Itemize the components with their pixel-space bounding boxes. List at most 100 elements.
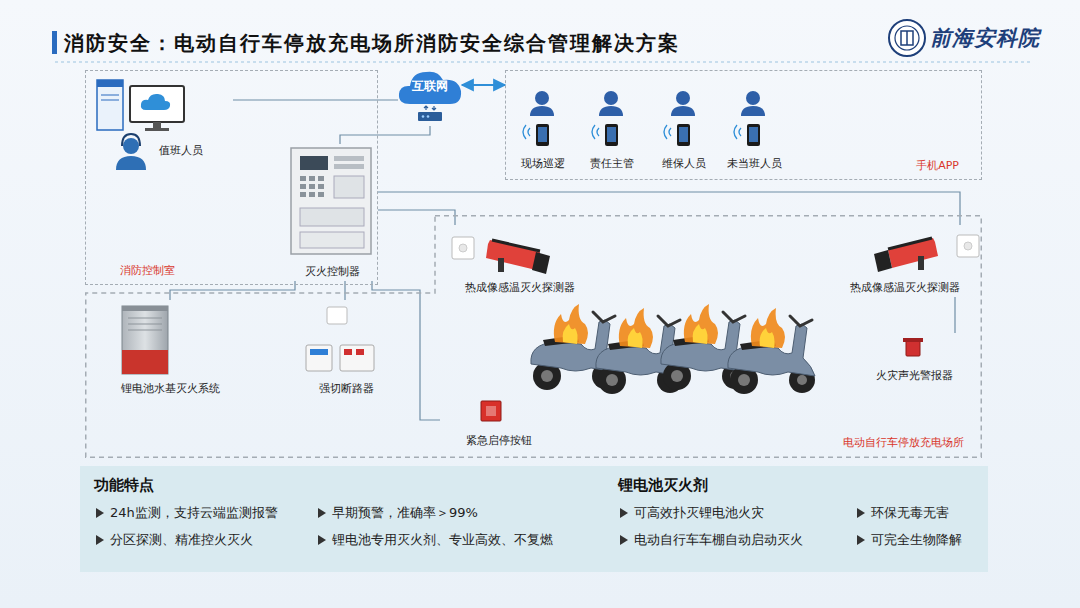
illustration-part — [746, 91, 760, 105]
connector — [170, 281, 295, 300]
device-node: 责任主管 — [580, 89, 644, 173]
node-label: 火灾声光警报器 — [876, 368, 953, 385]
illustration-part — [523, 91, 554, 146]
illustration-part — [300, 184, 306, 189]
illustration-part — [300, 176, 306, 181]
node-label: 强切断路器 — [319, 381, 374, 398]
illustration-part — [677, 124, 690, 146]
node-label: 热成像感温灭火探测器 — [465, 280, 575, 297]
illustration-part — [123, 138, 139, 154]
node-label: 责任主管 — [590, 156, 634, 173]
region-label: 手机APP — [916, 158, 959, 173]
illustration-part — [300, 156, 328, 170]
illustration-part — [607, 127, 616, 142]
illustration-part — [536, 124, 549, 146]
region-outline — [85, 215, 982, 458]
region-label: 电动自行车停放充电场所 — [843, 435, 964, 450]
illustration-part — [300, 208, 364, 226]
illustration-part — [605, 124, 618, 146]
node-label: 紧急启停按钮 — [466, 433, 532, 450]
node-label: 灭火控制器 — [305, 264, 360, 281]
illustration-part — [318, 192, 324, 197]
illustration-part — [734, 91, 765, 146]
panel-heading: 功能特点 — [94, 476, 594, 495]
illustration-part — [424, 106, 436, 110]
illustration-part — [101, 100, 119, 101]
illustration-part — [664, 91, 695, 146]
device-node: 强切断路器 — [298, 300, 394, 398]
illustration-part — [888, 238, 932, 249]
illustration-part — [604, 91, 618, 105]
illustration-part — [671, 106, 695, 116]
illustration-part — [128, 324, 162, 325]
illustration-part — [498, 258, 504, 272]
feature-item: 锂电池专用灭火剂、专业高效、不复燃 — [316, 531, 594, 549]
illustration-part — [356, 349, 364, 355]
node-label: 锂电池水基灭火系统 — [121, 381, 220, 398]
illustration-part — [334, 156, 364, 161]
illustration-part — [486, 240, 540, 270]
logo-text: 前海安科院 — [930, 24, 1040, 52]
illustration-part — [116, 156, 146, 170]
illustration-part — [334, 164, 364, 169]
panel-heading: 锂电池灭火剂 — [618, 476, 976, 495]
region-outline-path — [86, 216, 982, 458]
illustration-part — [318, 176, 324, 181]
illustration-part — [888, 238, 938, 268]
connector — [378, 192, 960, 225]
device-node: 互联网 — [398, 66, 462, 126]
device-node: 紧急启停按钮 — [440, 395, 558, 450]
feature-item: 可完全生物降解 — [855, 531, 976, 549]
illustration-part — [399, 72, 461, 104]
illustration-part — [452, 237, 474, 259]
illustration-part — [747, 124, 760, 146]
device-node: 未当班人员 — [719, 89, 789, 173]
illustration-part — [592, 91, 623, 146]
node-label: 值班人员 — [159, 143, 203, 158]
node-label: 未当班人员 — [727, 156, 782, 173]
illustration-part — [874, 250, 892, 272]
connector — [378, 210, 455, 225]
illustration-part — [889, 20, 925, 56]
feature-item: 24h监测，支持云端监测报警 — [94, 504, 316, 522]
device-node: 灭火控制器 — [286, 144, 378, 281]
illustration-part — [741, 106, 765, 116]
illustration-part — [964, 242, 972, 250]
illustration-part — [309, 192, 315, 197]
illustration-part — [97, 80, 123, 130]
connector — [340, 126, 430, 144]
connector — [372, 281, 440, 420]
illustration-part — [153, 122, 161, 128]
illustration-part — [55, 61, 1030, 62]
page-title: 消防安全：电动自行车停放充电场所消防安全综合管理解决方案 — [64, 30, 680, 57]
connector — [344, 281, 345, 300]
device-node: 维保人员 — [652, 89, 716, 173]
illustration-part — [459, 244, 467, 252]
illustration-part — [481, 401, 501, 421]
device-node: 锂电池水基灭火系统 — [100, 300, 240, 398]
feature-item: 可高效扑灭锂电池火灾 — [618, 504, 855, 522]
illustration-part — [309, 184, 315, 189]
illustration-part — [122, 306, 168, 374]
illustration-part — [523, 125, 530, 139]
illustration-part — [903, 338, 923, 342]
illustration-part — [422, 115, 425, 118]
region-box: 电动自行车停放充电场所热成像感温灭火探测器热成像感温灭火探测器锂电池水基灭火系统… — [85, 215, 982, 458]
illustration-part — [523, 91, 765, 146]
illustration-part — [130, 86, 184, 122]
illustration-part — [101, 95, 119, 96]
illustration-part — [734, 125, 741, 139]
illustration-part — [486, 406, 496, 416]
node-label: 现场巡逻 — [521, 156, 565, 173]
feature-list: 可高效扑灭锂电池火灾环保无毒无害电动自行车车棚自动启动灭火可完全生物降解 — [618, 504, 976, 549]
node-label: 互联网 — [398, 78, 462, 95]
feature-list: 24h监测，支持云端监测报警早期预警，准确率＞99%分区探测、精准控火灭火锂电池… — [94, 504, 594, 549]
illustration-part — [141, 94, 170, 110]
illustration-part — [532, 252, 550, 274]
illustration-part — [901, 31, 913, 45]
illustration-part — [327, 307, 347, 324]
feature-panel: 功能特点 24h监测，支持云端监测报警早期预警，准确率＞99%分区探测、精准控火灭… — [88, 470, 600, 568]
illustration-part — [80, 466, 988, 572]
illustration-part — [340, 345, 374, 371]
illustration-part — [97, 80, 123, 87]
